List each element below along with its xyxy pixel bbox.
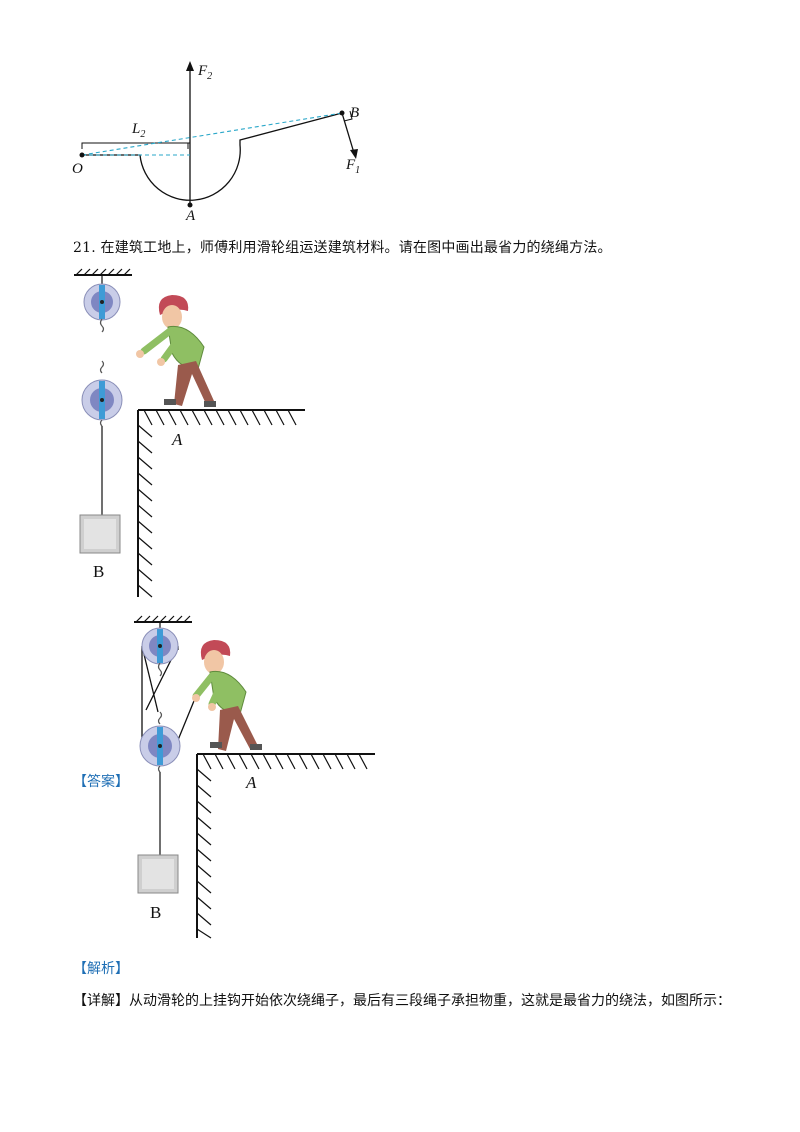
svg-text:F2: F2 [197,63,212,82]
f2-arrowhead [186,61,194,71]
answer-label: 答案 [87,774,115,790]
analysis-label: 解析 [87,961,115,977]
f1-right-angle [343,110,353,122]
movable-pulley [81,360,123,427]
fixed-pulley-answer [141,627,179,677]
point-b [339,110,345,116]
f1-arrowhead [350,149,358,159]
detail-text: 从动滑轮的上挂钩开始依次绕绳子，最后有三段绳子承担物重，这就是最省力的绕法，如图… [129,993,731,1009]
weight-label-b: B [93,562,104,581]
label-f1: F [345,157,356,173]
label-a: A [185,208,196,224]
svg-text:F1: F1 [345,157,360,176]
label-l2: L [131,121,140,137]
answer-tag: 【答案】 [73,774,129,790]
svg-text:L2: L2 [131,121,145,140]
lever-figure: F2 L2 O A B F1 [72,61,360,224]
question-21-text: 21. 在建筑工地上，师傅利用滑轮组运送建筑材料。请在图中画出最省力的绕绳方法。 [73,240,612,256]
label-b: B [350,105,359,121]
worker-figure-answer [192,640,262,751]
label-f2: F [197,63,208,79]
pulley-figure-answer: B A [134,615,375,939]
weight-b [79,514,121,554]
f1-arrow-line [341,112,355,154]
l2-bracket [81,142,189,149]
detail-paragraph: 【详解】从动滑轮的上挂钩开始依次绕绳子，最后有三段绳子承担物重，这就是最省力的绕… [73,993,731,1009]
dashed-line-ob [81,112,343,156]
worker-figure [136,295,216,407]
detail-label: 详解 [87,993,115,1009]
movable-pulley-answer [139,711,181,773]
pulley-figure-question: B A [74,268,305,598]
point-o [79,152,85,158]
ground-label-a: A [171,430,183,449]
analysis-tag: 【解析】 [73,961,129,977]
lever-body [82,112,343,201]
fixed-pulley [83,283,121,333]
label-o: O [72,161,83,177]
point-a [187,202,193,208]
weight-label-b-answer: B [150,903,161,922]
ground-label-a-answer: A [245,773,257,792]
weight-b-answer [137,854,179,894]
